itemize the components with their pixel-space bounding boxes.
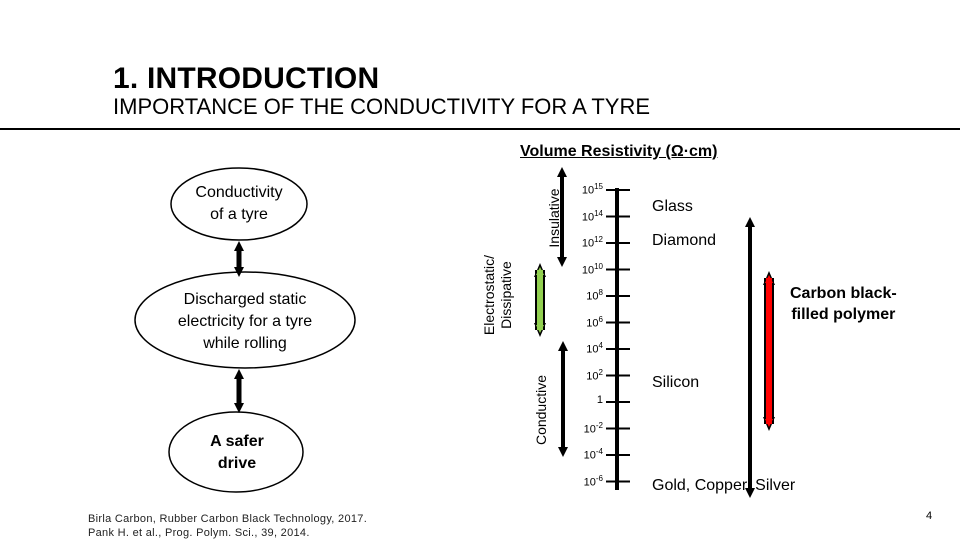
material-carbon: Carbon black- filled polymer: [790, 283, 897, 325]
tick-exponent: 6: [598, 314, 603, 324]
tick-base: 10: [581, 237, 595, 250]
tick-label: 106: [543, 315, 603, 330]
material-diamond: Diamond: [652, 232, 717, 249]
tick-label: 1015: [543, 182, 603, 197]
tick-label: 1: [543, 394, 603, 406]
tick-base: 10: [586, 290, 599, 303]
bubble-safer-text: A safer drive: [170, 431, 304, 475]
page-number: 4: [926, 510, 933, 522]
reference-line: Birla Carbon, Rubber Carbon Black Techno…: [88, 513, 368, 525]
tick-base: 10: [581, 211, 595, 224]
scale-ticks: [606, 189, 630, 483]
bubble-line: Conductivity: [195, 184, 283, 201]
bubble-line: drive: [217, 455, 257, 472]
tick-base: 10: [586, 343, 599, 356]
bubble-line: electricity for a tyre: [177, 313, 313, 330]
tick-base: 1: [596, 394, 603, 406]
tick-label: 10-6: [543, 474, 603, 489]
tick-exponent: 8: [598, 288, 603, 297]
tick-base: 10: [586, 317, 599, 330]
tick-exponent: 15: [594, 182, 603, 191]
material-line: filled polymer: [791, 306, 896, 323]
bubble-conductivity-text: Conductivity of a tyre: [171, 182, 307, 226]
tick-exponent: -2: [595, 420, 603, 430]
material-line: Carbon black-: [790, 285, 897, 302]
tick-base: 10: [583, 476, 596, 489]
references: Birla Carbon, Rubber Carbon Black Techno…: [88, 512, 367, 540]
tick-exponent: 4: [598, 341, 603, 350]
bubble-line: A safer: [210, 433, 264, 450]
bubble-static-discharge: [134, 271, 356, 369]
slide-title: 1. INTRODUCTION: [113, 62, 380, 95]
material-metals: Gold, Copper, Silver: [652, 477, 796, 494]
tick-label: 10-2: [543, 421, 603, 436]
bubble-line: while rolling: [203, 335, 287, 352]
axis-title: Volume Resistivity (Ω·cm): [520, 143, 718, 160]
band-line: Dissipative: [498, 261, 514, 329]
band-line: Electrostatic/: [481, 254, 497, 336]
tick-exponent: -6: [595, 473, 603, 483]
tick-exponent: 14: [594, 208, 603, 218]
bubble-line: Discharged static: [183, 291, 307, 308]
tick-base: 10: [581, 264, 595, 277]
bubble-static-text: Discharged static electricity for a tyre…: [140, 289, 350, 355]
material-silicon: Silicon: [652, 374, 700, 391]
tick-exponent: 2: [598, 367, 603, 377]
tick-label: 1012: [543, 235, 603, 250]
tick-label: 10-4: [543, 447, 603, 462]
tick-exponent: 10: [594, 261, 603, 271]
tick-base: 10: [583, 449, 596, 462]
title-divider: [0, 128, 960, 130]
tick-label: 104: [543, 341, 603, 356]
bubble-conductivity: [170, 167, 308, 241]
tick-label: 102: [543, 368, 603, 383]
tick-base: 10: [583, 423, 596, 436]
tick-label: 108: [543, 288, 603, 303]
material-glass: Glass: [652, 198, 693, 215]
tick-base: 10: [586, 370, 599, 383]
tick-exponent: 12: [594, 235, 603, 244]
reference-line: Pank H. et al., Prog. Polym. Sci., 39, 2…: [88, 527, 310, 539]
tick-label: 1010: [543, 262, 603, 277]
tick-base: 10: [581, 184, 595, 197]
tick-label: 1014: [543, 209, 603, 224]
slide-subtitle: IMPORTANCE OF THE CONDUCTIVITY FOR A TYR…: [113, 94, 651, 119]
band-dissipative-label: Electrostatic/ Dissipative: [481, 233, 515, 357]
bubble-line: of a tyre: [210, 206, 268, 223]
tick-exponent: -4: [595, 447, 603, 456]
